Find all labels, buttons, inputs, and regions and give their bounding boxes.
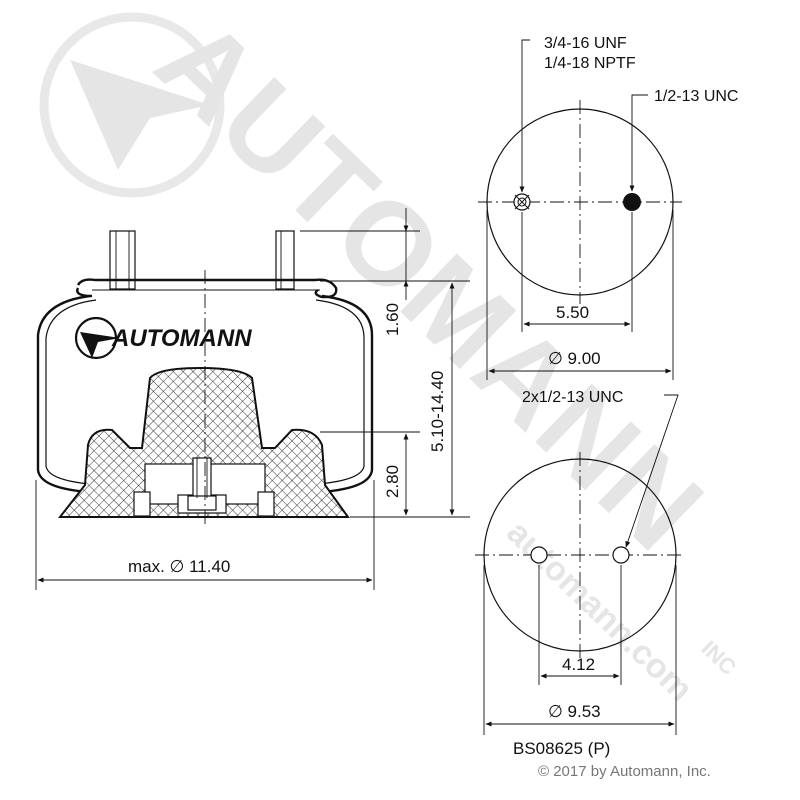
dim-piston-height: 2.80	[383, 465, 402, 498]
watermark: AUTOMANN automann.com INC	[39, 0, 742, 709]
thread-label: 2x1/2-13 UNC	[522, 389, 623, 406]
bellow-logo: AUTOMANN	[74, 316, 252, 360]
watermark-circle-icon	[39, 12, 225, 198]
bottom-view: 2x1/2-13 UNC 4.12 ∅ 9.53	[475, 389, 685, 735]
dim-top-to-bead: 1.60	[383, 303, 402, 336]
bellow-outline	[36, 294, 374, 494]
watermark-inc-mark: INC	[697, 636, 742, 680]
air-port-icon	[513, 193, 531, 211]
port-label-1: 3/4-16 UNF	[544, 35, 627, 52]
mount-hole-right-icon	[612, 546, 630, 564]
stud-label: 1/2-13 UNC	[654, 88, 738, 105]
logo-arrow-icon	[80, 332, 120, 358]
port-label-2: 1/4-18 NPTF	[544, 55, 636, 72]
top-view: 3/4-16 UNF 1/4-18 NPTF 1/2-13 UNC 5.50 ∅…	[478, 35, 738, 380]
dim-max-diameter: max. ∅ 11.40	[128, 557, 230, 576]
copyright: © 2017 by Automann, Inc.	[538, 763, 711, 780]
watermark-url: automann.com	[499, 513, 699, 708]
logo-wordmark: AUTOMANN	[111, 325, 252, 352]
mount-hole-left-icon	[530, 546, 548, 564]
side-view: AUTOMANN 1.60 5.10-14.40	[35, 208, 470, 590]
piston-stud-right	[257, 491, 275, 517]
dim-height-range: 5.10-14.40	[428, 371, 447, 452]
watermark-arrow-icon	[70, 60, 210, 170]
dim-piston-diameter: ∅ 9.53	[548, 702, 601, 721]
center-bolt	[187, 457, 217, 511]
dim-stud-spacing: 5.50	[556, 303, 589, 322]
piston	[57, 366, 350, 518]
piston-stud-left	[133, 491, 151, 517]
dim-plate-diameter: ∅ 9.00	[548, 349, 601, 368]
dim-hole-spacing: 4.12	[562, 655, 595, 674]
stud-hole-icon	[623, 193, 641, 211]
part-number: BS08625 (P)	[513, 739, 610, 758]
